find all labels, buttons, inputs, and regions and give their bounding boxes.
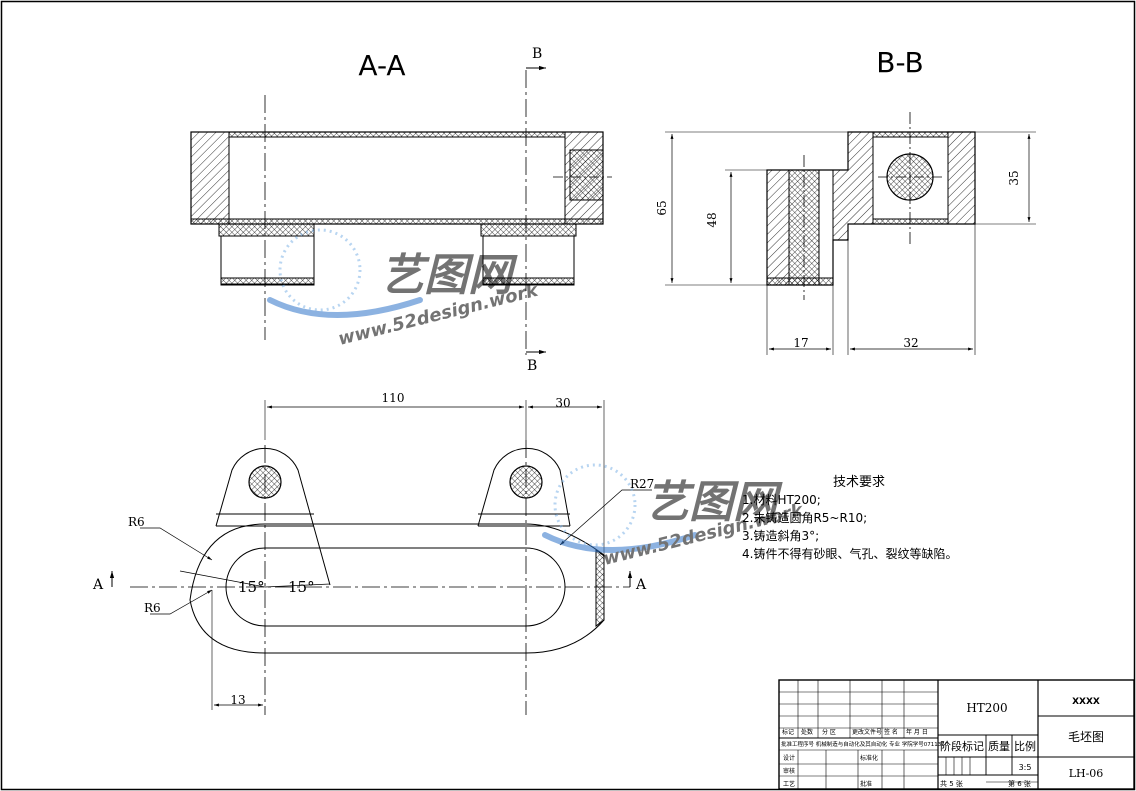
line-info: 批准工程序号 机械制造与自动化及其自动化 专业 学院学号0711310: [781, 740, 949, 748]
radius-r6-upper: R6: [128, 515, 145, 529]
lbl-review: 审核: [783, 767, 795, 775]
hdr-sign: 签 名: [884, 728, 898, 736]
radius-r6-lower: R6: [144, 601, 161, 615]
hdr-change-doc: 更改文件号: [852, 728, 882, 736]
part-name: 毛坯图: [1068, 730, 1104, 744]
material-value: HT200: [966, 701, 1007, 715]
watermark-brand: 艺图网: [380, 250, 518, 301]
tech-req-item: 3.铸造斜角3°;: [742, 528, 819, 543]
section-bb-view: B-B: [665, 46, 1036, 355]
dim-30: 30: [555, 396, 570, 410]
tech-req-item: 1.材料HT200;: [742, 493, 821, 507]
lbl-approve: 批准: [860, 780, 872, 788]
tech-req-item: 4.铸件不得有砂眼、气孔、裂纹等缺陷。: [742, 546, 957, 561]
title-block: [778, 679, 1135, 790]
hdr-mark: 标记: [782, 728, 794, 736]
tech-req-title: 技术要求: [833, 475, 885, 490]
dim-17: 17: [793, 336, 808, 350]
cut-letter-a-left: A: [92, 577, 104, 593]
title-block-text: 标记 处数 分 区 更改文件号 签 名 年 月 日 批准工程序号 机械制造与自动…: [781, 697, 1104, 788]
watermark-logo: [542, 463, 698, 553]
dim-48: 48: [705, 212, 719, 227]
total-sheets: 共 5 张: [940, 779, 963, 788]
section-bb-label: B-B: [876, 46, 924, 79]
tech-req-item: 2.未铸造圆角R5~R10;: [742, 510, 867, 525]
lbl-standard: 标准化: [860, 754, 878, 762]
stage-mark-label: 阶段标记: [940, 739, 984, 753]
lbl-design: 设计: [783, 754, 795, 762]
watermark-logo: [267, 228, 423, 318]
radius-r27: R27: [630, 477, 654, 491]
section-aa-view: A-A: [190, 49, 612, 355]
cut-letter-b-top: B: [532, 46, 542, 62]
section-aa-label: A-A: [358, 49, 405, 82]
hdr-count: 处数: [801, 728, 813, 736]
dim-32: 32: [903, 336, 918, 350]
angle-left: 15°: [238, 578, 265, 596]
lbl-craft: 工艺: [783, 780, 795, 788]
dim-110: 110: [382, 391, 405, 405]
dim-35: 35: [1007, 170, 1021, 185]
hdr-zone: 分 区: [822, 728, 836, 736]
drawing-number: LH-06: [1069, 767, 1104, 780]
dim-65: 65: [655, 200, 669, 215]
scale-label: 比例: [1014, 739, 1036, 753]
company-name: XXXX: [1072, 697, 1100, 707]
sheet-no: 第 6 张: [1008, 779, 1031, 788]
watermark-brand: 艺图网: [645, 477, 783, 528]
scale-value: 3:5: [1019, 763, 1032, 772]
angle-right: 15°: [288, 578, 315, 596]
tech-requirements: 技术要求 1.材料HT200; 2.未铸造圆角R5~R10; 3.铸造斜角3°;…: [742, 475, 957, 561]
dim-13: 13: [230, 693, 245, 707]
cut-letter-a-right: A: [635, 577, 647, 593]
hdr-date: 年 月 日: [906, 728, 928, 736]
mass-label: 质量: [988, 740, 1010, 753]
cut-letter-b-bottom: B: [527, 358, 537, 374]
plan-view: [109, 400, 652, 715]
